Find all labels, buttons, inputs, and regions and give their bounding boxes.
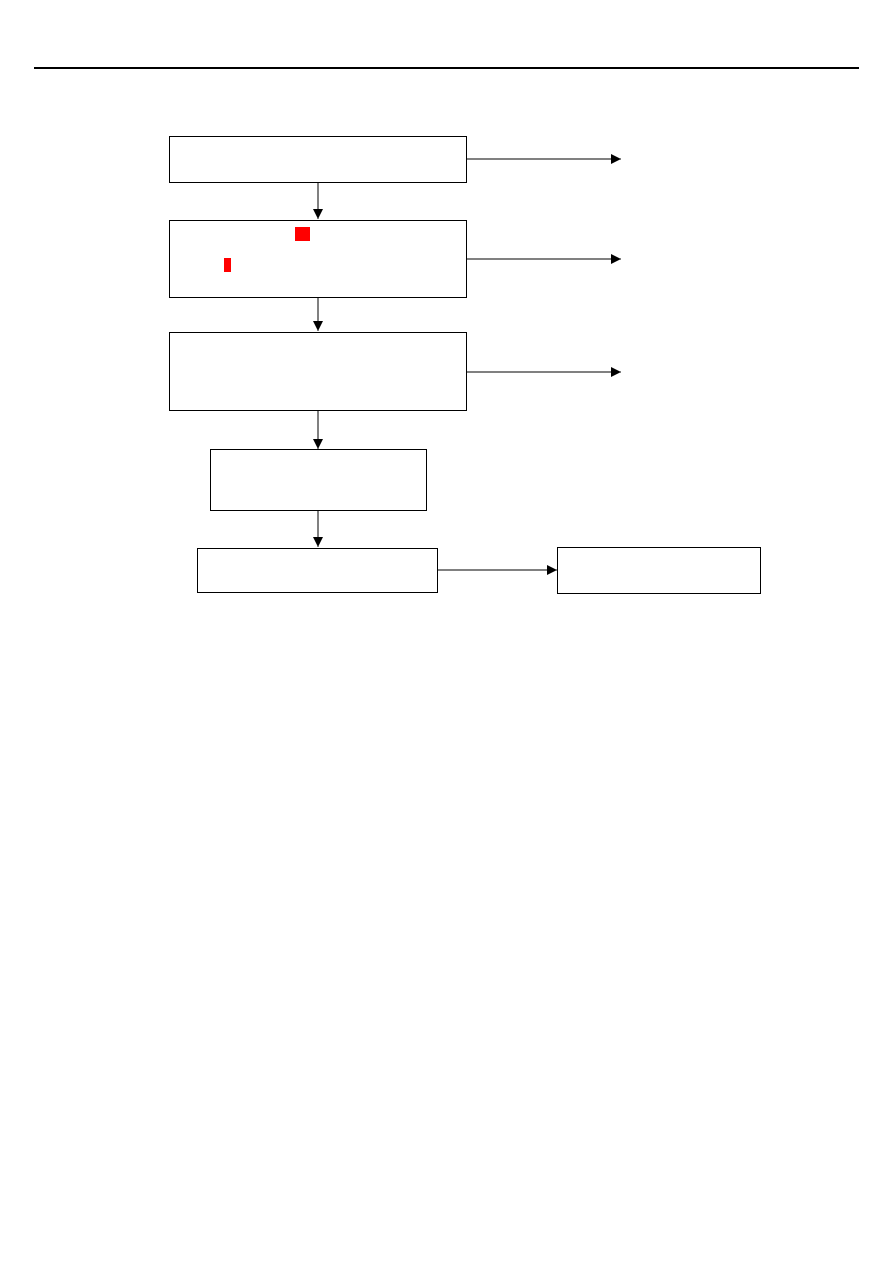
flow-box-6 [557, 547, 761, 594]
flow-box-5 [197, 548, 438, 593]
flow-box-3 [169, 332, 467, 411]
flow-box-1 [169, 136, 467, 183]
flow-box-4 [210, 449, 427, 511]
header-rule [34, 67, 859, 69]
red-marker-square [295, 227, 310, 241]
red-marker-bar [224, 258, 231, 272]
flow-box-2 [169, 220, 467, 298]
